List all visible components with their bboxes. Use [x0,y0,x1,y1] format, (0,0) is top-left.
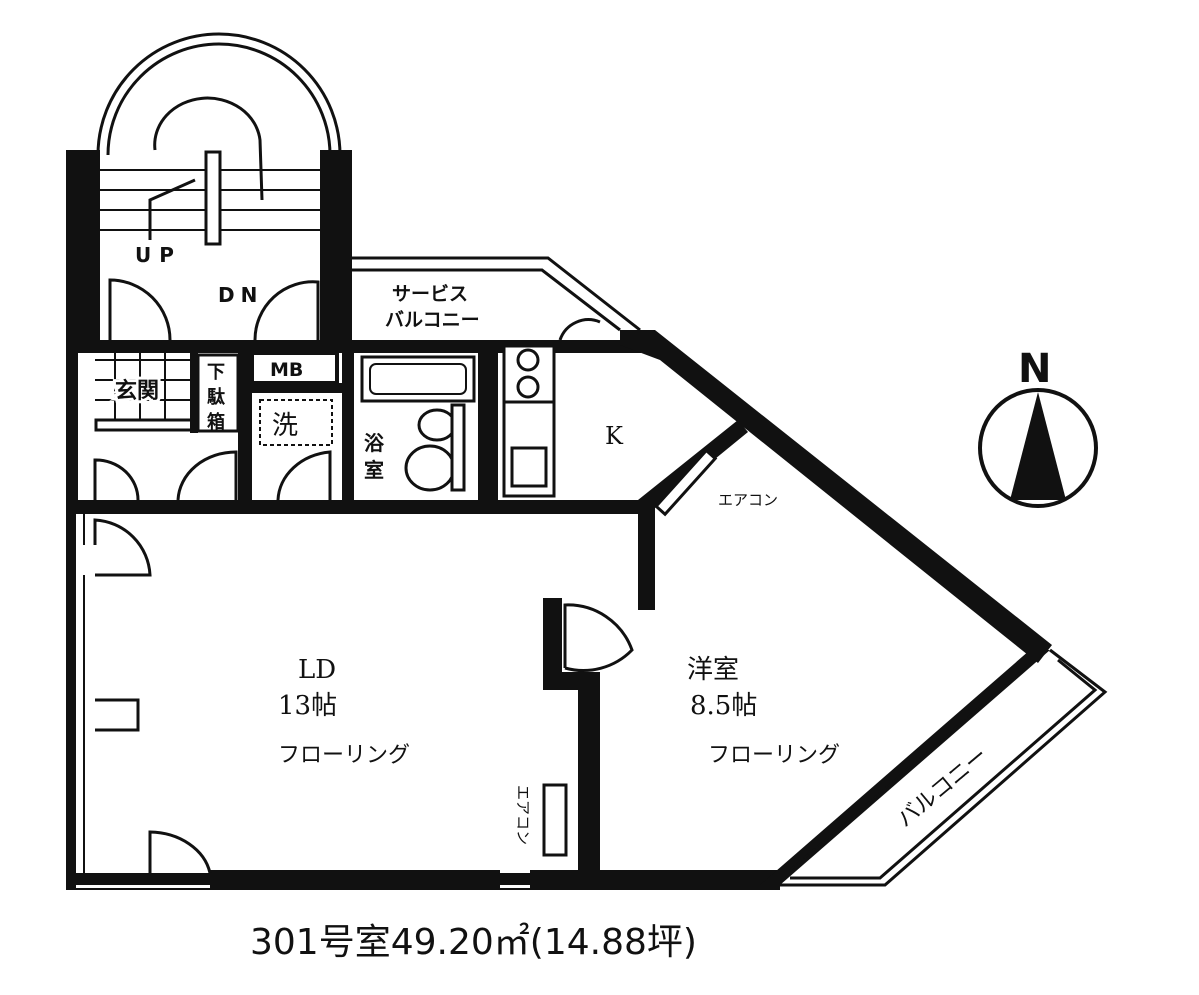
stair-down-label: DN [218,283,263,307]
ld-name: LD [298,655,336,685]
service-balcony-label-1: サービス [392,283,468,305]
stair-up-label: UP [135,243,182,267]
ld-floor: フローリング [278,743,410,768]
compass-icon [978,388,1098,508]
service-balcony-label-2: バルコニー [385,309,480,331]
service-balcony [352,256,641,341]
genkan-label-fg: 玄関 [115,378,159,404]
balcony [760,648,1108,887]
bath-label-1: 浴 [364,431,385,455]
western-name: 洋室 [687,655,739,685]
compass-label: N [1018,346,1051,392]
kitchen-label: K [605,422,624,450]
western-size: 8.5帖 [690,691,757,721]
genkan-label: 玄関 [115,378,159,404]
unit-caption: 301号室49.20㎡(14.88坪) [250,921,697,963]
aircon-label-1: エアコン [718,491,778,509]
bath [360,355,476,492]
aircon-label-2: エアコン [514,785,532,845]
western-floor: フローリング [708,743,840,768]
mb-label: MB [270,359,303,381]
staircase [66,32,352,345]
bath-label-2: 室 [364,458,384,482]
washer-label: 洗 [272,411,298,441]
getabako-label-1: 下 [207,362,225,383]
kitchen-counter [502,344,556,498]
getabako-label-2: 駄 [207,386,226,408]
getabako-label-3: 箱 [207,411,225,433]
ld-size: 13帖 [278,691,337,721]
